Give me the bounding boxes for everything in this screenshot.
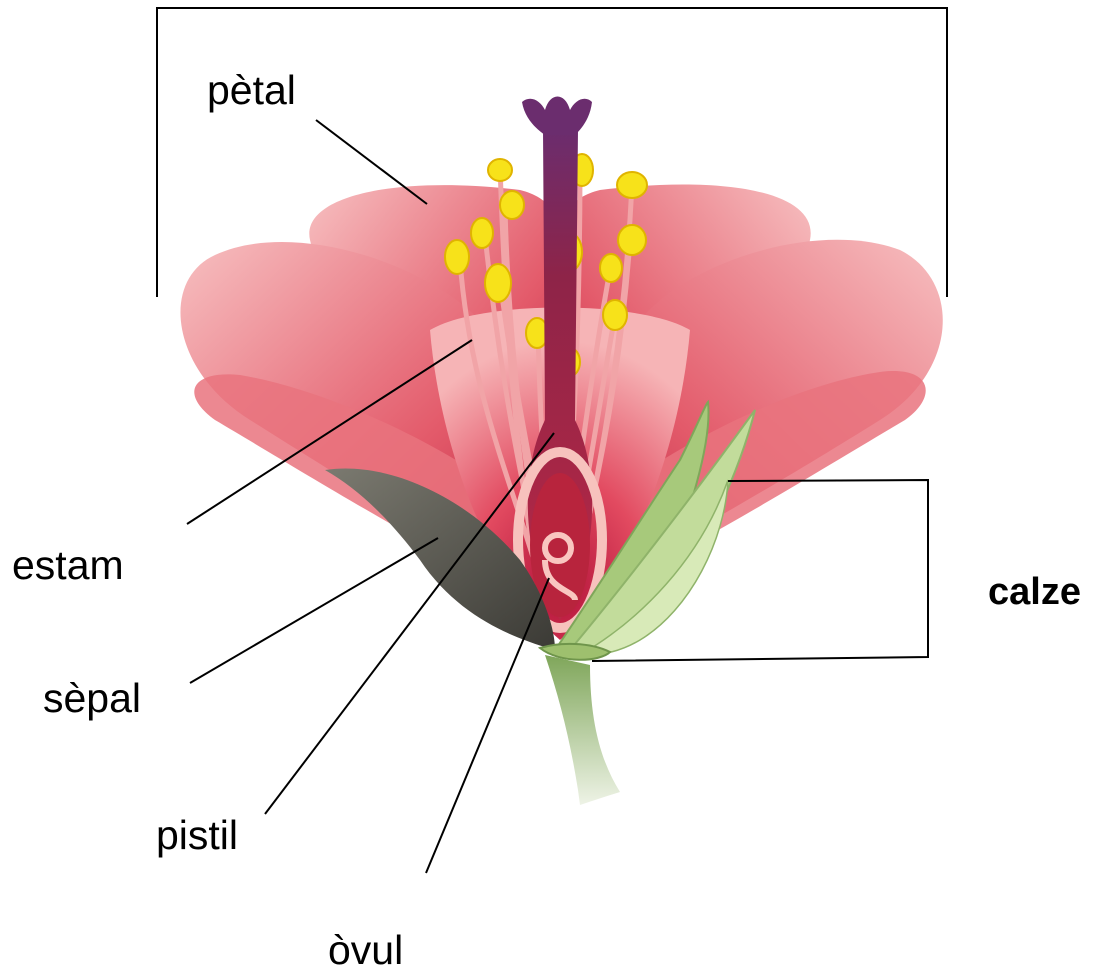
label-sepal: sèpal	[43, 678, 141, 719]
leader-line-sepal	[190, 538, 438, 683]
label-stamen: estam	[12, 545, 124, 586]
label-pistil: pistil	[156, 815, 238, 856]
label-ovule: òvul	[328, 930, 403, 971]
label-calyx: calze	[988, 573, 1081, 611]
stem	[545, 655, 620, 805]
stigma	[522, 97, 592, 136]
label-petal: pètal	[207, 70, 296, 111]
